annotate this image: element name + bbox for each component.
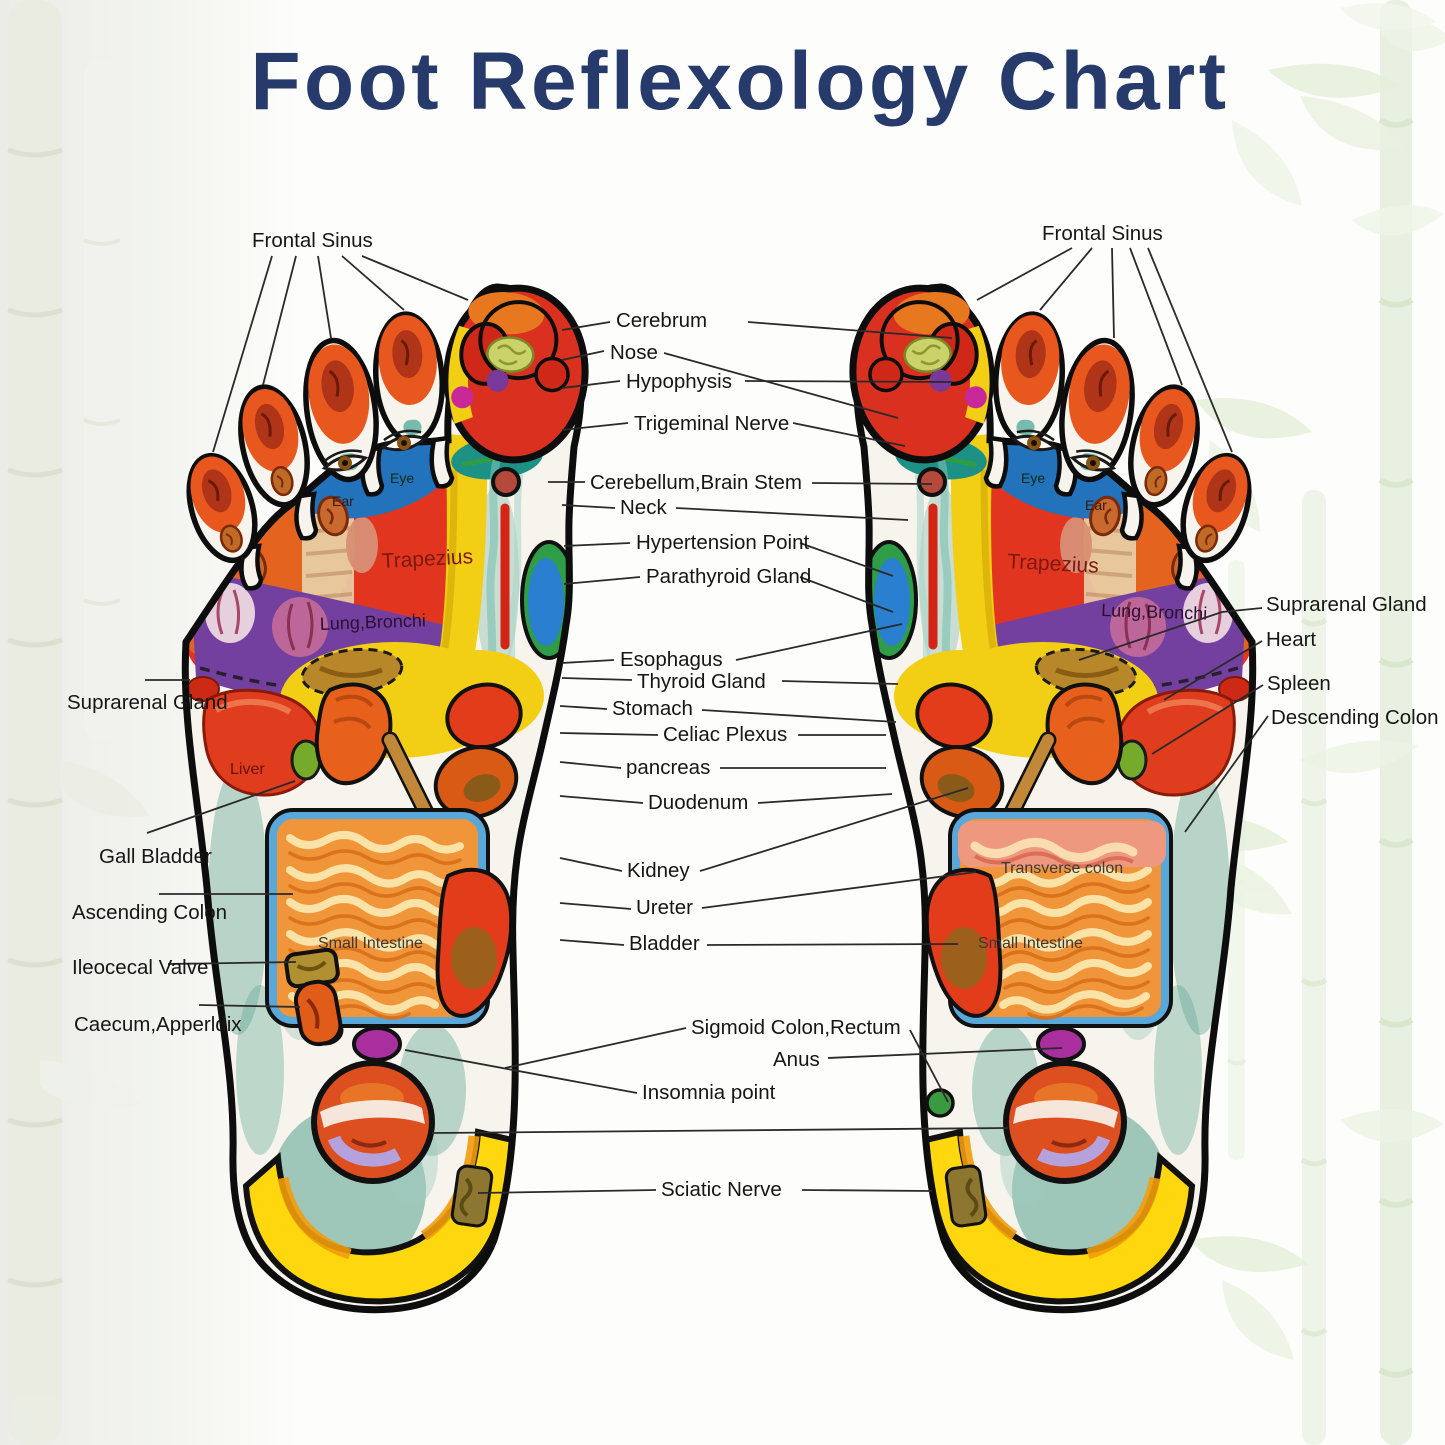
svg-text:Sciatic Nerve: Sciatic Nerve [661, 1178, 782, 1201]
svg-text:Trapezius: Trapezius [381, 545, 474, 573]
svg-text:Thyroid Gland: Thyroid Gland [637, 670, 766, 693]
svg-text:Neck: Neck [620, 496, 667, 519]
svg-text:Small Intestine: Small Intestine [318, 935, 423, 952]
svg-text:Spleen: Spleen [1267, 672, 1331, 695]
svg-text:Transverse colon: Transverse colon [1001, 860, 1123, 877]
svg-text:Liver: Liver [230, 761, 265, 778]
svg-text:Nose: Nose [610, 341, 658, 364]
svg-text:Esophagus: Esophagus [620, 648, 723, 671]
svg-text:Cerebellum,Brain Stem: Cerebellum,Brain Stem [590, 471, 802, 494]
svg-text:Small Intestine: Small Intestine [978, 935, 1083, 952]
svg-text:pancreas: pancreas [626, 756, 710, 779]
svg-text:Stomach: Stomach [612, 697, 693, 720]
svg-text:Ureter: Ureter [636, 896, 693, 919]
svg-text:Frontal Sinus: Frontal Sinus [1042, 222, 1163, 245]
svg-text:Eye: Eye [390, 470, 414, 486]
svg-text:Ear: Ear [1085, 497, 1107, 513]
svg-text:Sigmoid Colon,Rectum: Sigmoid Colon,Rectum [691, 1016, 901, 1039]
svg-text:Ileocecal Valve: Ileocecal Valve [72, 956, 208, 979]
svg-text:Descending Colon: Descending Colon [1271, 706, 1439, 729]
svg-text:Ascending Colon: Ascending Colon [72, 901, 227, 924]
svg-text:Lung,Bronchi: Lung,Bronchi [1101, 600, 1208, 624]
svg-text:Trapezius: Trapezius [1007, 550, 1100, 578]
svg-text:Trigeminal Nerve: Trigeminal Nerve [634, 412, 789, 435]
svg-text:Lung,Bronchi: Lung,Bronchi [319, 610, 426, 634]
svg-text:Hypophysis: Hypophysis [626, 370, 732, 393]
svg-text:Suprarenal Gland: Suprarenal Gland [1266, 593, 1427, 616]
svg-text:Celiac Plexus: Celiac Plexus [663, 723, 787, 746]
svg-text:Heart: Heart [1266, 628, 1316, 651]
svg-text:Suprarenal Gland: Suprarenal Gland [67, 691, 228, 714]
svg-text:Duodenum: Duodenum [648, 791, 748, 814]
svg-text:Ear: Ear [332, 493, 354, 509]
svg-text:Frontal Sinus: Frontal Sinus [252, 229, 373, 252]
svg-text:Kidney: Kidney [627, 859, 690, 882]
svg-text:Caecum,Apperldix: Caecum,Apperldix [74, 1013, 242, 1036]
svg-text:Gall Bladder: Gall Bladder [99, 845, 212, 868]
svg-text:Hypertension Point: Hypertension Point [636, 531, 810, 554]
svg-text:Insomnia point: Insomnia point [642, 1081, 776, 1104]
svg-text:Bladder: Bladder [629, 932, 700, 955]
svg-text:Parathyroid Gland: Parathyroid Gland [646, 565, 811, 588]
svg-text:Eye: Eye [1021, 470, 1045, 486]
svg-text:Cerebrum: Cerebrum [616, 309, 707, 332]
svg-text:Anus: Anus [773, 1048, 820, 1071]
svg-text:Foot Reflexology Chart: Foot Reflexology Chart [250, 36, 1229, 127]
